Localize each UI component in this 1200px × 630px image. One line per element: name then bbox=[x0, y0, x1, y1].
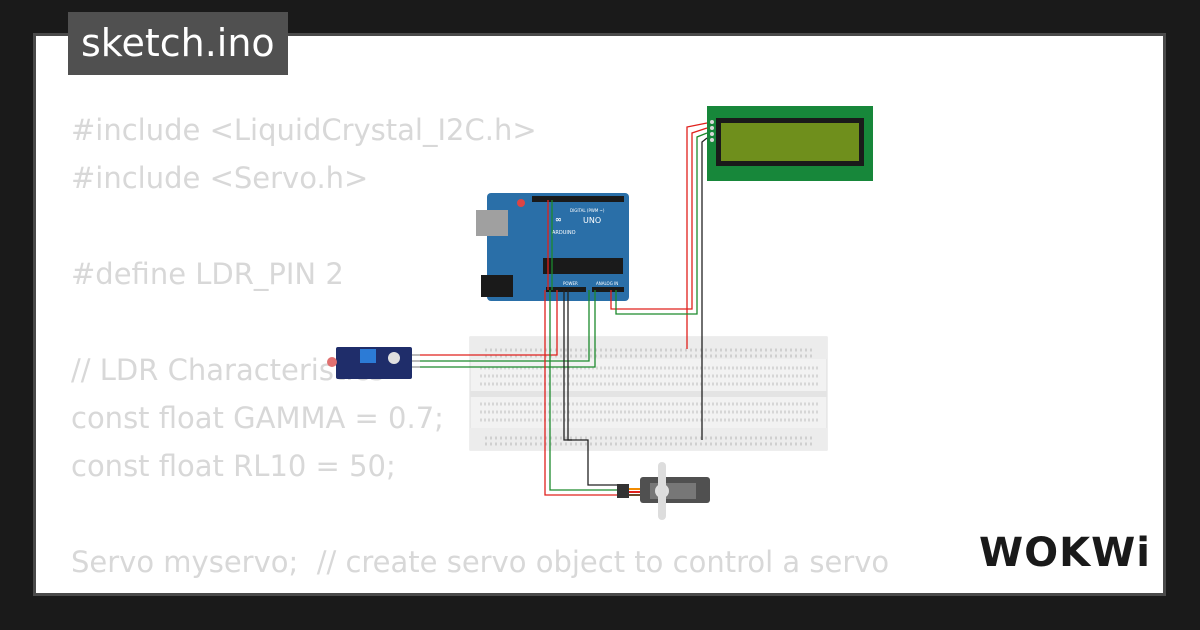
arduino-power-label: POWER bbox=[563, 281, 578, 286]
arduino-analog-label: ANALOG IN bbox=[596, 281, 618, 286]
arduino-model: UNO bbox=[583, 216, 601, 225]
arduino-logo-icon: ∞ bbox=[555, 215, 562, 224]
code-line: const float RL10 = 50; bbox=[71, 449, 396, 483]
code-line: #include <Servo.h> bbox=[71, 161, 369, 195]
wokwi-logo: WOKWi bbox=[979, 530, 1150, 576]
arduino-brand: ARDUINO bbox=[552, 230, 576, 236]
breadboard[interactable] bbox=[469, 336, 828, 451]
file-name-label: sketch.ino bbox=[68, 12, 288, 75]
ldr-sensor-module[interactable] bbox=[327, 347, 420, 379]
code-line: #include <LiquidCrystal_I2C.h> bbox=[71, 113, 537, 147]
code-preview: #include <LiquidCrystal_I2C.h> #include <… bbox=[71, 106, 890, 593]
arduino-uno-board[interactable]: ∞ UNO ARDUINO DIGITAL (PWM ~) ANALOG IN … bbox=[476, 193, 629, 301]
code-line: #define LDR_PIN 2 bbox=[71, 257, 344, 291]
servo-motor[interactable] bbox=[617, 462, 710, 520]
wires bbox=[420, 122, 708, 496]
wokwi-logo-text: WOKWi bbox=[979, 530, 1150, 576]
arduino-digital-label: DIGITAL (PWM ~) bbox=[570, 208, 605, 213]
lcd-display[interactable] bbox=[707, 106, 873, 181]
preview-card: #include <LiquidCrystal_I2C.h> #include <… bbox=[33, 33, 1166, 596]
code-line: Servo myservo; // create servo object to… bbox=[71, 545, 890, 579]
code-line: const float GAMMA = 0.7; bbox=[71, 401, 444, 435]
